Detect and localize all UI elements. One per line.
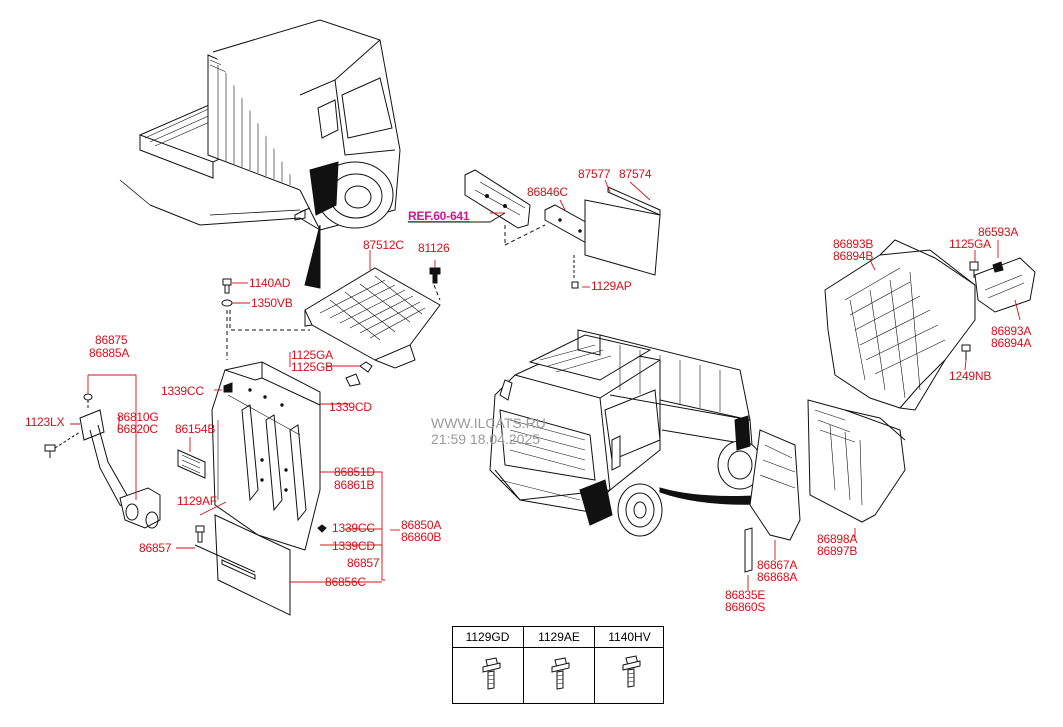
part-label-86860B[interactable]: 86860B bbox=[401, 530, 442, 544]
part-label-87574[interactable]: 87574 bbox=[619, 167, 652, 181]
part-label-86868A[interactable]: 86868A bbox=[757, 570, 798, 584]
pointer-arrow-left bbox=[304, 224, 321, 289]
bolt-table-col: 1140HV bbox=[594, 627, 664, 703]
part-label-86856C[interactable]: 86856C bbox=[325, 575, 366, 589]
bracket-ref-60-641 bbox=[464, 169, 531, 229]
part-label-86893B[interactable]: 86893B bbox=[833, 237, 874, 251]
watermark-timestamp: 21:59 18.04.2025 bbox=[431, 431, 540, 447]
bolt-1125GA bbox=[359, 361, 373, 373]
part-label-86885A[interactable]: 86885A bbox=[89, 346, 130, 360]
bolt-table-header-1129GD[interactable]: 1129GD bbox=[452, 627, 523, 648]
part-label-1249NB[interactable]: 1249NB bbox=[949, 369, 992, 383]
bolt-table-col: 1129GD bbox=[452, 627, 523, 703]
part-label-1339CC-lower[interactable]: 1339CC bbox=[332, 521, 375, 535]
bolt-1249NB bbox=[961, 344, 971, 360]
part-label-1125GA-right[interactable]: 1125GA bbox=[949, 237, 991, 251]
part-label-1339CC-upper[interactable]: 1339CC bbox=[161, 384, 204, 398]
rubber-flap-86856C bbox=[214, 514, 291, 616]
part-label-86894B[interactable]: 86894B bbox=[833, 249, 874, 263]
bolt-table: 1129GD 1129AE 1140HV bbox=[452, 626, 664, 704]
truck-rear-illustration bbox=[119, 19, 401, 231]
bolt-81126 bbox=[429, 267, 441, 284]
bolt-1129AF bbox=[195, 525, 205, 543]
bolt-table-header-1129AE[interactable]: 1129AE bbox=[524, 627, 594, 648]
screw-1129AP bbox=[571, 281, 579, 289]
nut-1339CC-upper bbox=[223, 382, 233, 393]
part-label-87512C[interactable]: 87512C bbox=[363, 238, 404, 252]
part-label-1140AD[interactable]: 1140AD bbox=[249, 276, 291, 290]
part-label-86898A[interactable]: 86898A bbox=[817, 532, 858, 546]
part-label-86846C[interactable]: 86846C bbox=[527, 185, 568, 199]
part-label-81126[interactable]: 81126 bbox=[418, 241, 450, 255]
clip-1339CD bbox=[345, 373, 361, 387]
part-label-86894A[interactable]: 86894A bbox=[991, 336, 1032, 350]
nut-1339CC-lower bbox=[317, 524, 327, 533]
part-label-1125GA-left[interactable]: 1125GA bbox=[291, 348, 333, 362]
watermark-site: WWW.ILCATS.RU bbox=[431, 415, 546, 431]
mud-flap-87577 bbox=[584, 199, 661, 276]
fender-86893B bbox=[824, 239, 976, 411]
part-label-86593A[interactable]: 86593A bbox=[978, 225, 1019, 239]
part-label-86860S[interactable]: 86860S bbox=[725, 600, 766, 614]
part-label-1129AP[interactable]: 1129AP bbox=[591, 279, 632, 293]
part-label-86820C[interactable]: 86820C bbox=[117, 422, 158, 436]
bracket-86893A bbox=[974, 257, 1036, 313]
part-label-86857-right[interactable]: 86857 bbox=[347, 556, 380, 570]
strip-86857 bbox=[194, 544, 256, 573]
part-label-86835E[interactable]: 86835E bbox=[725, 588, 766, 602]
part-label-86810G[interactable]: 86810G bbox=[117, 410, 159, 424]
part-label-1129AF[interactable]: 1129AF bbox=[177, 494, 217, 508]
part-label-1125GB[interactable]: 1125GB bbox=[291, 360, 333, 374]
bolt-icon-1140HV bbox=[622, 655, 641, 688]
bracket-86835E bbox=[744, 527, 753, 573]
bolt-1140AD bbox=[222, 278, 232, 294]
bolt-table-header-1140HV[interactable]: 1140HV bbox=[595, 627, 664, 648]
part-label-1350VB[interactable]: 1350VB bbox=[251, 296, 293, 310]
part-label-86851D[interactable]: 86851D bbox=[334, 465, 375, 479]
part-label-86154B[interactable]: 86154B bbox=[175, 422, 216, 436]
part-label-86867A[interactable]: 86867A bbox=[757, 558, 798, 572]
strip-87574 bbox=[607, 186, 661, 216]
part-label-1339CD-upper[interactable]: 1339CD bbox=[329, 400, 372, 414]
bolt-icon-1129AE bbox=[551, 657, 570, 690]
part-label-86861B[interactable]: 86861B bbox=[334, 478, 375, 492]
part-label-86893A[interactable]: 86893A bbox=[991, 324, 1032, 338]
splash-panel-86867A bbox=[749, 429, 801, 541]
leader-lines bbox=[70, 179, 1021, 590]
stay-bracket-86810G bbox=[79, 409, 161, 529]
part-label-86897B[interactable]: 86897B bbox=[817, 544, 858, 558]
mud-guard-panel-87512C bbox=[304, 267, 441, 369]
washer-1350VB bbox=[221, 299, 233, 307]
part-label-87577[interactable]: 87577 bbox=[578, 167, 611, 181]
bolt-table-col: 1129AE bbox=[523, 627, 594, 703]
truck-front-illustration bbox=[489, 329, 763, 537]
washer-86885A bbox=[83, 393, 93, 401]
part-label-1339CD-lower[interactable]: 1339CD bbox=[332, 539, 375, 553]
nut-86593A bbox=[992, 261, 1004, 273]
mud-flap-86851D bbox=[211, 361, 321, 551]
ref-link-60-641[interactable]: REF.60-641 bbox=[408, 209, 470, 223]
part-label-86875[interactable]: 86875 bbox=[95, 333, 128, 347]
bolt-icon-1129GD bbox=[482, 657, 501, 690]
part-label-1123LX[interactable]: 1123LX bbox=[25, 415, 65, 429]
part-label-86857-left[interactable]: 86857 bbox=[139, 541, 172, 555]
fender-86898A bbox=[807, 399, 906, 523]
bolt-1123LX bbox=[44, 444, 56, 458]
part-label-86850A[interactable]: 86850A bbox=[401, 518, 442, 532]
